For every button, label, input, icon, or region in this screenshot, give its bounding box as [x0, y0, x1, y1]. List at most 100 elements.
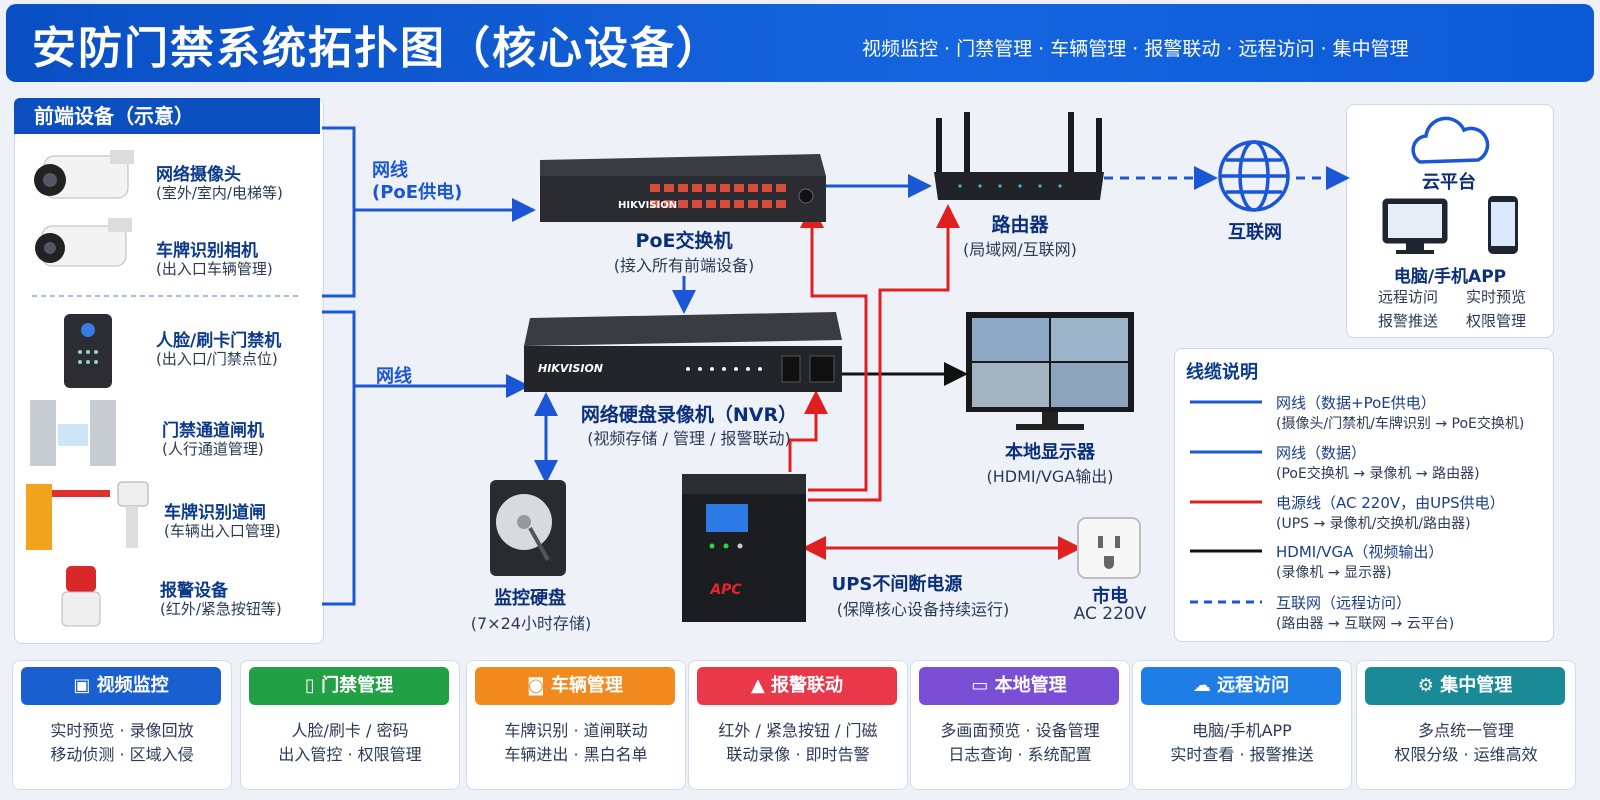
internet-globe-icon [1218, 140, 1290, 212]
gear-icon: ⚙ [1417, 675, 1441, 696]
device-name: 人脸/刷卡门禁机 [156, 331, 282, 351]
page-subtitle: 视频监控 · 门禁管理 · 车辆管理 · 报警联动 · 远程访问 · 集中管理 [862, 38, 1409, 60]
front-devices-label: 前端设备（示意） [14, 98, 320, 134]
internet-name: 互联网 [1228, 222, 1282, 243]
feature-card-header: ▲ 报警联动 [697, 667, 897, 705]
monitor-desc: (HDMI/VGA输出) [986, 467, 1114, 486]
hdd-desc: (7×24小时存储) [470, 614, 592, 633]
phone-icon [1488, 196, 1518, 254]
feature-card-header: ☁ 远程访问 [1141, 667, 1341, 705]
feature-line: 联动录像 · 即时告警 [726, 745, 870, 764]
feature-line: 电脑/手机APP [1192, 721, 1292, 740]
legend-item-main: 网线（数据） [1276, 444, 1367, 462]
device-name: 车牌识别相机 [156, 241, 258, 261]
legend-item-main: HDMI/VGA（视频输出） [1276, 543, 1444, 561]
feature-card-vehicle: ◙ 车辆管理 车牌识别 · 道闸联动 车辆进出 · 黑白名单 [466, 660, 686, 790]
legend-item-sub: (路由器 → 互联网 → 云平台) [1276, 616, 1455, 632]
feature-card-header: ◙ 车辆管理 [475, 667, 675, 705]
legend-item-sub: (摄像头/门禁机/车牌识别 → PoE交换机) [1276, 416, 1525, 432]
feature-line: 日志查询 · 系统配置 [948, 745, 1092, 764]
hdd-device [490, 480, 566, 576]
feature-line: 多点统一管理 [1417, 721, 1514, 740]
cloud-feature: 远程访问 [1377, 288, 1438, 306]
header-bar [6, 4, 1594, 82]
feature-line: 红外 / 紧急按钮 / 门磁 [718, 721, 878, 740]
cloud-icon: ☁ [1192, 675, 1218, 696]
page-title: 安防门禁系统拓扑图（核心设备） [32, 23, 722, 74]
feature-line: 人脸/刷卡 / 密码 [291, 721, 409, 740]
mains-outlet-icon [1077, 517, 1141, 579]
device-name: 报警设备 [160, 581, 228, 601]
feature-line: 车牌识别 · 道闸联动 [504, 721, 648, 740]
cloud-feature: 报警推送 [1377, 312, 1438, 330]
device-desc: (出入口车辆管理) [156, 260, 273, 278]
feature-line: 实时查看 · 报警推送 [1170, 745, 1314, 764]
mains-desc: AC 220V [1073, 604, 1147, 624]
ups-name: UPS不间断电源 [831, 574, 963, 595]
ups-device [682, 474, 806, 622]
device-desc: (人行通道管理) [162, 440, 264, 458]
cloud-icon [1411, 116, 1490, 164]
router-name: 路由器 [991, 214, 1049, 236]
feature-card-header: ▣ 视频监控 [21, 667, 221, 705]
alarm-icon [61, 566, 101, 627]
legend-item-main: 网线（数据+PoE供电） [1276, 394, 1436, 412]
hdd-name: 监控硬盘 [494, 588, 566, 609]
turnstile-icon [30, 400, 116, 466]
switch-desc: (接入所有前端设备) [613, 256, 755, 275]
nvr-desc: (视频存储 / 管理 / 报警联动) [587, 429, 791, 448]
feature-line: 多画面预览 · 设备管理 [940, 721, 1100, 740]
device-name: 网络摄像头 [156, 165, 241, 185]
device-desc: (红外/紧急按钮等) [160, 600, 282, 618]
link-label-network: 网线 [376, 366, 412, 387]
legend-item-sub: (PoE交换机 → 录像机 → 路由器) [1276, 466, 1480, 482]
legend-item-main: 互联网（远程访问） [1276, 594, 1412, 612]
feature-card-header: ▯ 门禁管理 [249, 667, 449, 705]
feature-card-local: ▭ 本地管理 多画面预览 · 设备管理 日志查询 · 系统配置 [910, 660, 1130, 790]
device-desc: (出入口/门禁点位) [156, 350, 278, 368]
device-name: 车牌识别道闸 [164, 503, 266, 523]
device-name: 门禁通道闸机 [162, 421, 264, 441]
legend-item-sub: (录像机 → 显示器) [1276, 565, 1392, 581]
monitor-device [966, 312, 1134, 430]
router-device [934, 112, 1104, 200]
siren-icon: ▲ [750, 675, 772, 696]
legend-item-main: 电源线（AC 220V，由UPS供电） [1276, 494, 1505, 512]
feature-card-header: ▭ 本地管理 [919, 667, 1119, 705]
device-desc: (室外/室内/电梯等) [156, 184, 283, 202]
feature-line: 移动侦测 · 区域入侵 [50, 745, 194, 764]
cloud-feature: 权限管理 [1465, 312, 1526, 330]
cloud-platform-name: 云平台 [1422, 172, 1476, 193]
feature-line: 出入管控 · 权限管理 [278, 745, 422, 764]
feature-card-remote: ☁ 远程访问 电脑/手机APP 实时查看 · 报警推送 [1132, 660, 1352, 790]
barrier-gate-icon [26, 481, 149, 550]
clients-name: 电脑/手机APP [1393, 267, 1507, 287]
face-access-icon [64, 314, 112, 388]
feature-card-video: ▣ 视频监控 实时预览 · 录像回放 移动侦测 · 区域入侵 [12, 660, 232, 790]
lpr-camera-icon [35, 218, 132, 267]
feature-line: 权限分级 · 运维高效 [1394, 745, 1538, 764]
pc-icon [1382, 198, 1448, 254]
device-desc: (车辆出入口管理) [164, 522, 281, 540]
nvr-brand: HIKVISION [538, 362, 604, 375]
poe-switch-device [540, 154, 826, 222]
feature-card-central: ⚙ 集中管理 多点统一管理 权限分级 · 运维高效 [1356, 660, 1576, 790]
feature-card-alarm: ▲ 报警联动 红外 / 紧急按钮 / 门磁 联动录像 · 即时告警 [688, 660, 908, 790]
feature-card-header: ⚙ 集中管理 [1365, 667, 1565, 705]
ups-brand: APC [710, 582, 742, 598]
switch-name: PoE交换机 [635, 230, 733, 252]
car-icon: ◙ [527, 675, 551, 696]
monitor-name: 本地显示器 [1005, 442, 1095, 463]
link-label-poe: 网线 (PoE供电) [372, 160, 463, 203]
monitor-icon: ▭ [971, 675, 995, 696]
legend-item-sub: (UPS → 录像机/交换机/路由器) [1276, 516, 1471, 532]
nvr-name: 网络硬盘录像机（NVR） [580, 404, 798, 426]
feature-line: 实时预览 · 录像回放 [50, 721, 194, 740]
cloud-feature: 实时预览 [1465, 288, 1526, 306]
mains-name: 市电 [1092, 586, 1128, 607]
feature-line: 车辆进出 · 黑白名单 [504, 745, 648, 764]
door-icon: ▯ [304, 675, 322, 696]
legend-panel [1174, 348, 1554, 642]
